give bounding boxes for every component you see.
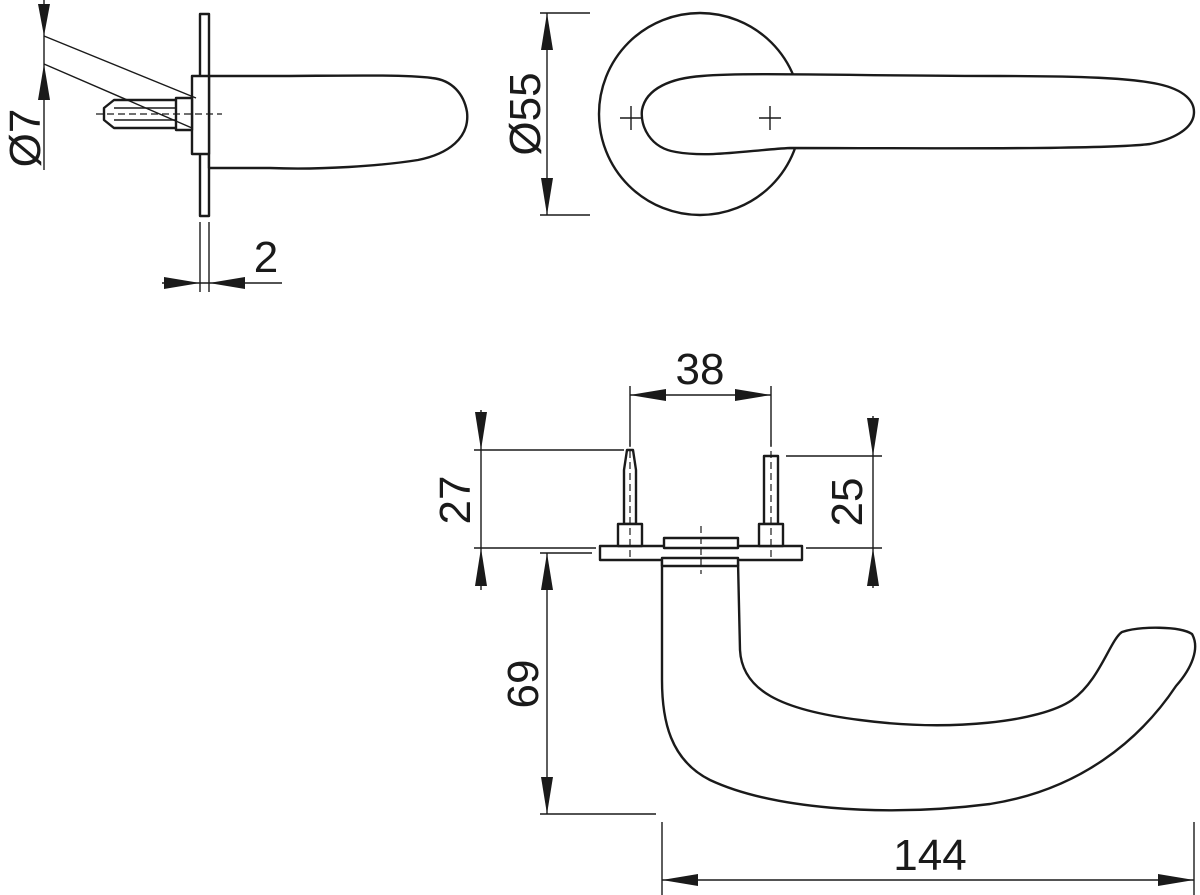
profile-view: 38 27 25 69 144 <box>431 345 1197 895</box>
arrow-icon <box>164 277 200 289</box>
arrow-icon <box>662 874 698 886</box>
arrow-icon <box>475 412 487 450</box>
arrow-icon <box>209 277 245 289</box>
arrow-icon <box>735 389 771 401</box>
pin-diameter-leader <box>43 63 193 129</box>
pin-diameter-leader <box>43 35 197 99</box>
front-view: Ø55 <box>501 11 1196 217</box>
lever-drop-label: 69 <box>499 660 548 709</box>
rose-thickness-label: 2 <box>254 233 278 282</box>
side-view: Ø7 2 <box>1 0 469 292</box>
arrow-icon <box>541 13 553 50</box>
front-lever <box>640 73 1196 156</box>
profile-neck-ring <box>660 556 740 568</box>
pin-diameter-label: Ø7 <box>1 109 50 168</box>
arrow-icon <box>541 777 553 814</box>
profile-lever <box>660 560 1197 812</box>
side-lever-body <box>207 74 469 170</box>
arrow-icon <box>38 64 50 100</box>
arrow-icon <box>541 553 553 590</box>
screw-spacing-label: 38 <box>676 345 725 394</box>
side-neck <box>190 74 211 156</box>
pin-height-left-label: 27 <box>431 476 480 525</box>
arrow-icon <box>475 548 487 586</box>
arrow-icon <box>541 178 553 215</box>
arrow-icon <box>38 4 50 36</box>
arrow-icon <box>1158 874 1194 886</box>
arrow-icon <box>867 548 879 586</box>
arrow-icon <box>867 418 879 456</box>
pin-height-right-label: 25 <box>823 478 872 527</box>
rose-diameter-label: Ø55 <box>501 72 550 155</box>
lever-length-label: 144 <box>893 831 966 880</box>
arrow-icon <box>630 389 666 401</box>
